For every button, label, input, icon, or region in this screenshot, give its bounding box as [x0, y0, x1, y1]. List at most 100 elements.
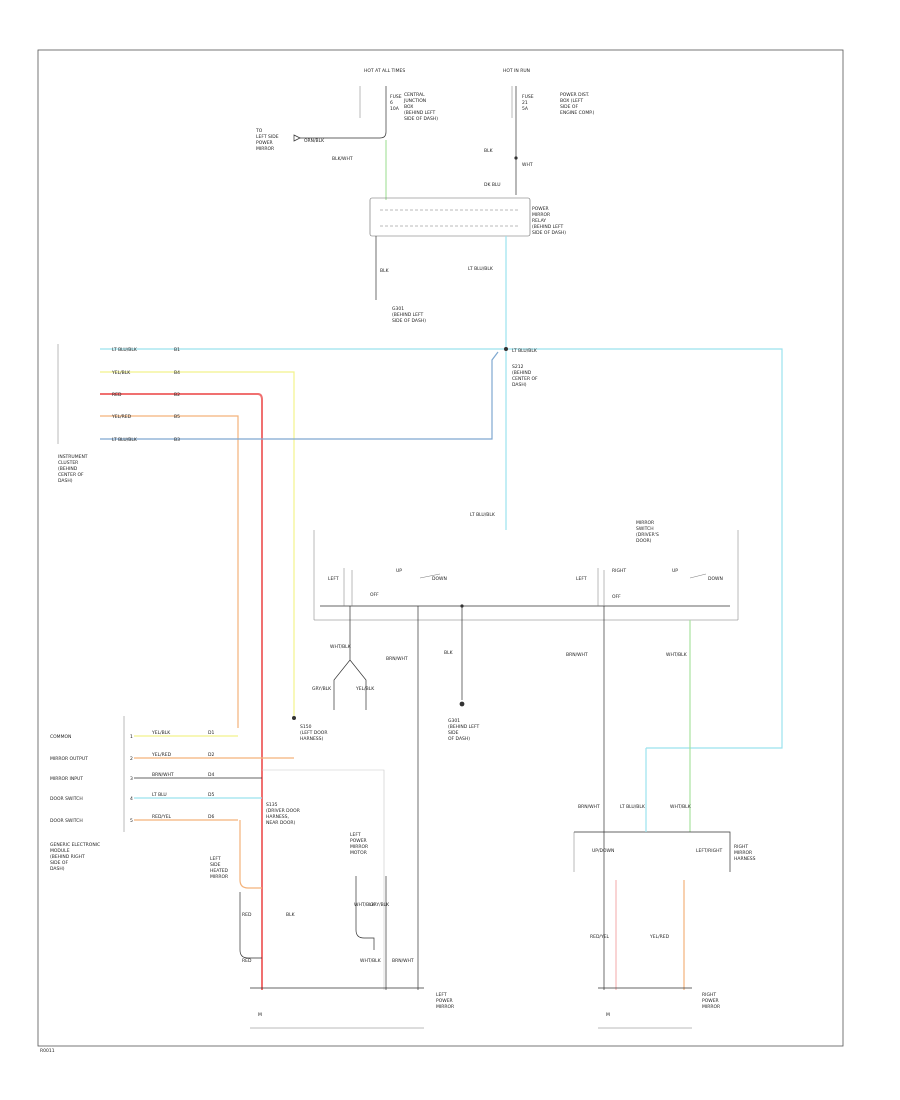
- wire-label-yel-blk-2: YEL/BLK: [355, 686, 375, 692]
- svg-text:LEFT: LEFT: [350, 832, 361, 838]
- svg-text:21: 21: [522, 100, 528, 106]
- wire-label-lt-blu-blk-5: LT BLU/BLK: [620, 804, 646, 810]
- svg-text:2: 2: [130, 756, 133, 762]
- switch-left-down: DOWN: [432, 576, 447, 582]
- svg-text:DOOR SWITCH: DOOR SWITCH: [50, 818, 83, 824]
- top-fuse-area: HOT AT ALL TIMES HOT IN RUN FUSE 6 10A C…: [255, 68, 595, 195]
- svg-text:D6: D6: [208, 814, 214, 820]
- wire-label-lt-blu-blk-3: LT BLU/BLK: [512, 348, 538, 354]
- svg-text:LT BLU: LT BLU: [152, 792, 167, 798]
- svg-text:S150: S150: [300, 724, 312, 730]
- svg-text:HEATED: HEATED: [210, 868, 229, 874]
- svg-text:POWER DIST.: POWER DIST.: [560, 92, 589, 98]
- wire-label-dk-blu-1: DK BLU: [484, 182, 501, 188]
- svg-text:D2: D2: [208, 752, 214, 758]
- svg-text:DOOR SWITCH: DOOR SWITCH: [50, 796, 83, 802]
- arrow-left-icon: [293, 134, 301, 142]
- wire-label-gry-blk-motor: GRY/BLK: [370, 902, 390, 908]
- svg-text:MIRROR: MIRROR: [734, 850, 752, 856]
- svg-text:MIRROR: MIRROR: [256, 146, 274, 152]
- svg-text:RED: RED: [112, 392, 122, 398]
- hot-in-run-label: HOT IN RUN: [503, 68, 530, 74]
- svg-text:BOX: BOX: [404, 104, 413, 110]
- to-left-side-label: TO LEFT SIDE POWER MIRROR: [255, 128, 279, 152]
- svg-text:D1: D1: [208, 730, 214, 736]
- wire-label-lt-blu-blk-2: LT BLU/BLK: [468, 266, 494, 272]
- left-mirror-motor-label: LEFT POWER MIRROR MOTOR: [350, 832, 368, 856]
- svg-text:MIRROR: MIRROR: [210, 874, 228, 880]
- figure-id: R0011: [40, 1048, 55, 1054]
- fuse-2-description: POWER DIST. BOX (LEFT SIDE OF ENGINE COM…: [560, 92, 595, 116]
- svg-text:LT BLU/BLK: LT BLU/BLK: [112, 347, 138, 353]
- fuse-1-description: CENTRAL JUNCTION BOX (BEHIND LEFT SIDE O…: [403, 92, 438, 122]
- svg-text:B2: B2: [174, 392, 180, 398]
- svg-text:(DRIVER DOOR: (DRIVER DOOR: [266, 808, 300, 814]
- svg-text:(BEHIND LEFT: (BEHIND LEFT: [532, 224, 564, 230]
- svg-text:MIRROR OUTPUT: MIRROR OUTPUT: [50, 756, 88, 762]
- wire-label-wht-blk-motor: WHT/BLK: [354, 902, 376, 908]
- svg-text:RELAY: RELAY: [532, 218, 546, 224]
- right-motor-m: M: [606, 1012, 610, 1018]
- svg-text:YEL/BLK: YEL/BLK: [111, 370, 131, 376]
- right-mirror-connector: BRN/WHT LT BLU/BLK WHT/BLK UP/DOWN LEFT/…: [573, 748, 756, 872]
- svg-text:CENTER OF: CENTER OF: [58, 472, 84, 478]
- wire-label-brn-wht-2: BRN/WHT: [566, 652, 588, 658]
- svg-text:HARNESS): HARNESS): [300, 736, 324, 742]
- svg-text:(BEHIND RIGHT: (BEHIND RIGHT: [50, 854, 85, 860]
- relay-box: [369, 197, 531, 237]
- wire-label-blk-3: BLK: [444, 650, 454, 656]
- switch-outline: [313, 530, 739, 621]
- wire-lt-blu-blk-return: [100, 351, 499, 440]
- svg-text:BOX (LEFT: BOX (LEFT: [560, 98, 583, 104]
- fuse-1-label: FUSE 6 10A: [390, 94, 402, 112]
- right-connector-box: [574, 831, 731, 872]
- mirror-switch: MIRROR SWITCH (DRIVER'S DOOR) LEFT UP DO…: [313, 520, 739, 621]
- wire-label-red-3: RED: [242, 912, 252, 918]
- svg-text:LT BLU/BLK: LT BLU/BLK: [112, 437, 138, 443]
- switch-right-down: DOWN: [708, 576, 723, 582]
- svg-text:SIDE: SIDE: [448, 730, 459, 736]
- svg-text:4: 4: [130, 796, 133, 802]
- svg-text:SIDE OF: SIDE OF: [560, 104, 578, 110]
- svg-text:FUSE: FUSE: [522, 94, 534, 100]
- wire-label-yel-red-right: YEL/RED: [649, 934, 670, 940]
- splice-bottom-label: S135 (DRIVER DOOR HARNESS, NEAR DOOR): [266, 802, 300, 826]
- splice-top-dot: [504, 347, 508, 351]
- svg-text:SIDE OF: SIDE OF: [50, 860, 68, 866]
- wire-label-brn-wht-bottom: BRN/WHT: [392, 958, 414, 964]
- branch-wire: [333, 606, 367, 710]
- wire-label-red-4: RED: [242, 958, 252, 964]
- svg-text:B5: B5: [174, 414, 180, 420]
- svg-text:POWER: POWER: [702, 998, 719, 1004]
- power-mirror-relay: POWER MIRROR RELAY (BEHIND LEFT SIDE OF …: [369, 197, 566, 237]
- svg-text:POWER: POWER: [256, 140, 273, 146]
- instrument-cluster-label: INSTRUMENT CLUSTER (BEHIND CENTER OF DAS…: [58, 454, 88, 484]
- wire-lt-blu-blk-bus: [100, 348, 783, 749]
- svg-text:MIRROR: MIRROR: [532, 212, 550, 218]
- hot-at-all-times-label: HOT AT ALL TIMES: [364, 68, 405, 74]
- svg-text:B3: B3: [174, 437, 180, 443]
- svg-text:JUNCTION: JUNCTION: [403, 98, 426, 104]
- svg-text:CLUSTER: CLUSTER: [58, 460, 78, 466]
- wire-label-brn-wht-1: BRN/WHT: [386, 656, 408, 662]
- switch-subtitle: (DRIVER'S DOOR): [636, 532, 659, 544]
- wire-label-wht-1: WHT: [522, 162, 533, 168]
- svg-text:RED/YEL: RED/YEL: [152, 814, 172, 820]
- svg-text:MOTOR: MOTOR: [350, 850, 367, 856]
- svg-text:3: 3: [130, 776, 133, 782]
- relay-label: POWER MIRROR RELAY (BEHIND LEFT SIDE OF …: [532, 206, 566, 236]
- svg-text:INSTRUMENT: INSTRUMENT: [58, 454, 88, 460]
- g-top-ground: G301 (BEHIND LEFT SIDE OF DASH): [392, 306, 426, 324]
- svg-text:NEAR DOOR): NEAR DOOR): [266, 820, 296, 826]
- fuse-2-junction-dot: [514, 156, 518, 160]
- svg-text:RIGHT: RIGHT: [734, 844, 748, 850]
- diagram-frame: [37, 49, 844, 1047]
- svg-text:SIDE OF DASH): SIDE OF DASH): [392, 318, 426, 324]
- svg-text:MIRROR: MIRROR: [350, 844, 368, 850]
- switch-right-off: OFF: [612, 594, 621, 600]
- svg-text:5: 5: [130, 818, 133, 824]
- svg-text:ENGINE COMP.): ENGINE COMP.): [560, 110, 595, 116]
- wire-label-gry-blk-1: GRY/BLK: [312, 686, 332, 692]
- switch-right-up: UP: [672, 568, 678, 574]
